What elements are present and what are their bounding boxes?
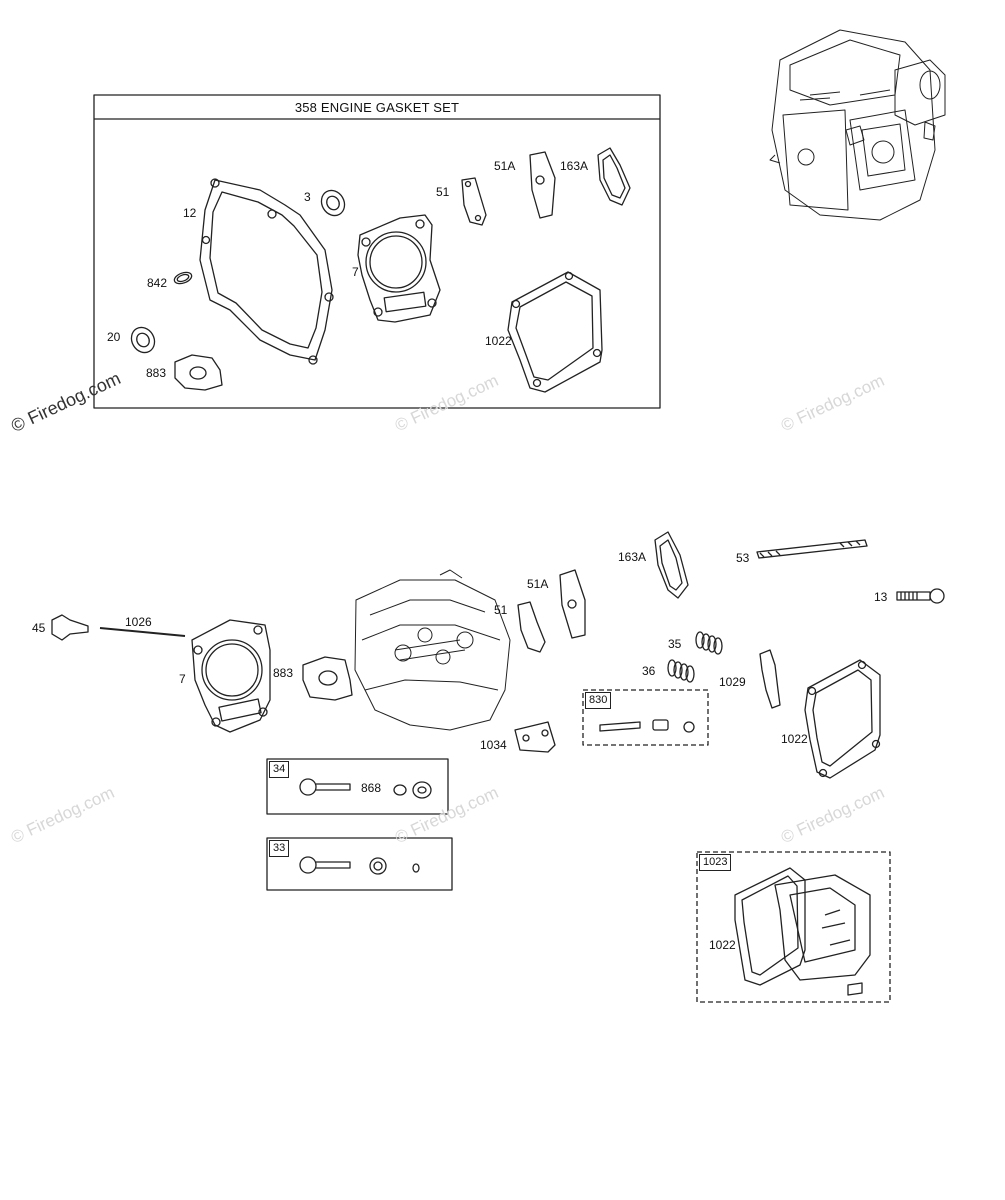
gasket-51a-lower [559, 569, 586, 639]
callout-1022-lower: 1022 [781, 732, 808, 746]
callout-36: 36 [642, 664, 656, 678]
box-label-1023: 1023 [699, 854, 732, 871]
callout-1034: 1034 [480, 738, 507, 752]
guide-plate-1034 [514, 721, 556, 753]
bolt-45 [51, 614, 89, 641]
callout-3: 3 [304, 190, 311, 204]
bolt-13 [896, 591, 931, 601]
gasket-51a [529, 151, 556, 219]
callout-1022-box: 1022 [709, 938, 736, 952]
crankcase-gasket-12 [199, 179, 333, 361]
head-gasket-7 [357, 214, 441, 323]
box-label-34: 34 [269, 761, 290, 778]
gasket-51 [461, 177, 487, 226]
callout-163a-lower: 163A [618, 550, 647, 564]
engine-overview-illustration [769, 29, 946, 221]
callout-7: 7 [352, 265, 359, 279]
box-1023-frame [696, 851, 891, 1003]
callout-883-lower: 883 [273, 666, 294, 680]
callout-1029: 1029 [719, 675, 746, 689]
callout-45: 45 [32, 621, 46, 635]
gasket-set-title: 358 ENGINE GASKET SET [294, 99, 460, 115]
callout-51a: 51A [494, 159, 516, 173]
pushrod-1026 [99, 627, 186, 637]
cover-gasket-1022-lower [804, 659, 881, 779]
gasket-163a [597, 147, 631, 206]
cylinder-head-illustration [354, 569, 511, 731]
callout-12: 12 [183, 206, 197, 220]
callout-51a-lower: 51A [527, 577, 549, 591]
cover-gasket-1022 [507, 271, 603, 393]
rocker-arm-1029 [759, 649, 781, 709]
callout-51: 51 [436, 185, 450, 199]
callout-883: 883 [146, 366, 167, 380]
callout-13: 13 [874, 590, 888, 604]
callout-35: 35 [668, 637, 682, 651]
box-label-33: 33 [269, 840, 290, 857]
head-gasket-7-lower [191, 619, 271, 733]
callout-1026: 1026 [125, 615, 152, 629]
callout-868: 868 [361, 781, 382, 795]
box-33-frame [266, 837, 453, 891]
spring-36 [667, 659, 695, 683]
intake-gasket-883 [174, 354, 223, 391]
gasket-51-lower [517, 601, 546, 653]
callout-53: 53 [736, 551, 750, 565]
spring-35 [695, 631, 723, 655]
callout-842: 842 [147, 276, 168, 290]
box-label-830: 830 [585, 692, 612, 709]
callout-20: 20 [107, 330, 121, 344]
stud-53 [756, 539, 868, 559]
box-34-frame [266, 758, 449, 815]
intake-gasket-883-lower [302, 656, 353, 701]
gasket-set-frame [93, 94, 661, 409]
callout-1022: 1022 [485, 334, 512, 348]
callout-163a: 163A [560, 159, 589, 173]
callout-51-lower: 51 [494, 603, 508, 617]
box-830-frame [582, 689, 709, 746]
callout-7-lower: 7 [179, 672, 186, 686]
gasket-163a-lower [654, 531, 689, 599]
